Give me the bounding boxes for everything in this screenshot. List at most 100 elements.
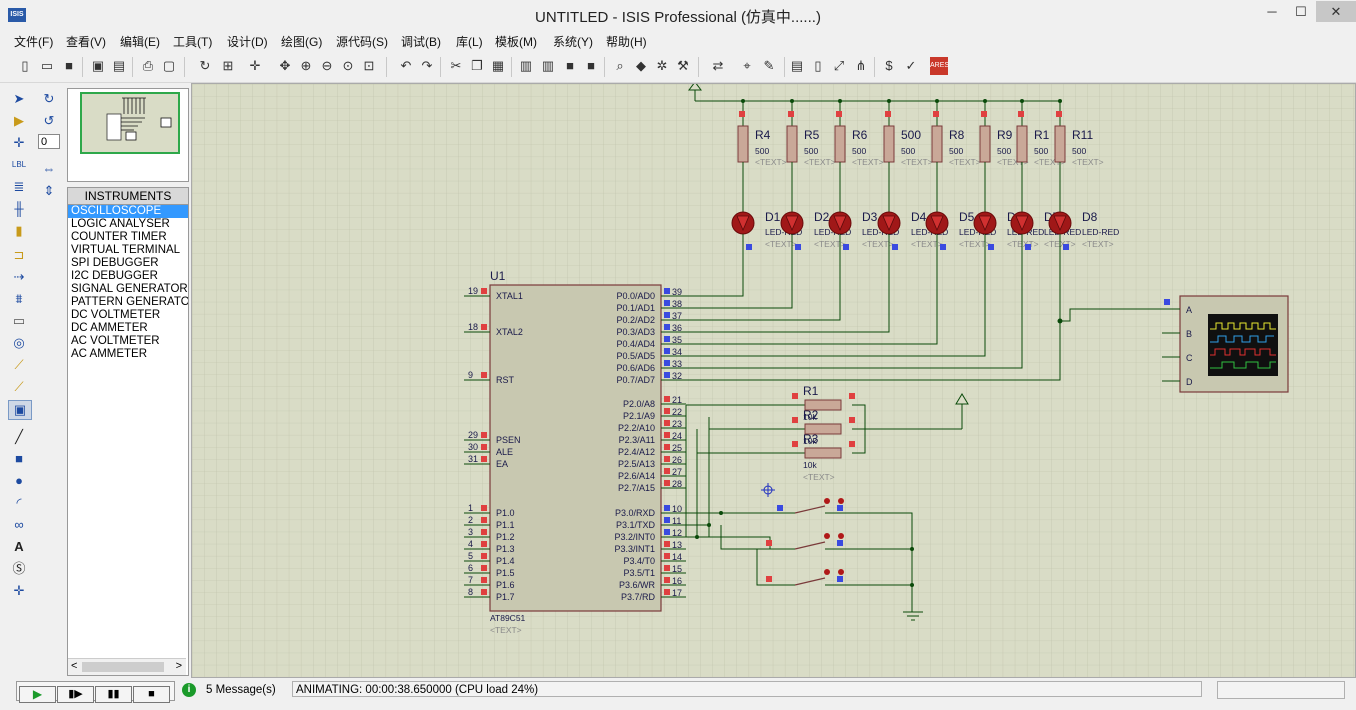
- new-file-icon[interactable]: ▯: [21, 58, 29, 73]
- zoom-in-icon[interactable]: ⊕: [300, 58, 312, 73]
- generator-icon[interactable]: ◎: [13, 335, 25, 350]
- print-area-icon[interactable]: ▢: [162, 58, 176, 73]
- instrument-item-ac-voltmeter[interactable]: AC VOLTMETER: [71, 335, 160, 347]
- instrument-item-i2c-debugger[interactable]: I2C DEBUGGER: [71, 270, 158, 282]
- pick-device-icon[interactable]: ⌕: [616, 58, 624, 73]
- mirror-vertical-icon[interactable]: ⇕: [43, 183, 55, 198]
- remove-sheet-icon[interactable]: ▯: [814, 58, 822, 73]
- stop-button[interactable]: ■: [133, 686, 170, 703]
- instrument-item-dc-voltmeter[interactable]: DC VOLTMETER: [71, 309, 161, 321]
- block-move-icon[interactable]: ▥: [541, 58, 555, 73]
- message-count[interactable]: 5 Message(s): [206, 684, 276, 696]
- import-icon[interactable]: ▣: [91, 58, 105, 73]
- menu-tools[interactable]: 工具(T): [173, 35, 213, 49]
- zoom-out-icon[interactable]: ⊖: [321, 58, 333, 73]
- menu-debug[interactable]: 调试(B): [401, 35, 441, 49]
- scroll-left-icon[interactable]: <: [71, 660, 78, 672]
- search-tag-icon[interactable]: ⌖: [743, 58, 751, 73]
- grid-icon[interactable]: ⊞: [222, 58, 234, 73]
- redo-icon[interactable]: ↷: [421, 58, 433, 73]
- paste-icon[interactable]: ▦: [491, 58, 505, 73]
- new-sheet-icon[interactable]: ▤: [790, 58, 804, 73]
- menu-source[interactable]: 源代码(S): [336, 35, 388, 49]
- current-probe-icon[interactable]: ⟋: [14, 379, 24, 394]
- copy-icon[interactable]: ❐: [471, 58, 483, 73]
- save-icon[interactable]: ■: [65, 58, 73, 73]
- text-icon[interactable]: A: [14, 539, 24, 554]
- cut-icon[interactable]: ✂: [450, 58, 462, 73]
- overview-window[interactable]: [67, 88, 189, 182]
- voltage-probe-icon[interactable]: ⟋: [14, 357, 24, 372]
- menu-view[interactable]: 查看(V): [66, 35, 106, 49]
- decompose-icon[interactable]: ✲: [656, 58, 668, 73]
- ares-icon[interactable]: ARES: [930, 57, 949, 75]
- rotation-angle-input[interactable]: 0: [38, 134, 60, 149]
- graph-icon[interactable]: ⩩: [15, 291, 23, 306]
- overview-viewport[interactable]: [80, 92, 180, 154]
- netlist-icon[interactable]: ⋔: [855, 58, 867, 73]
- wire-autorouter-icon[interactable]: ⇄: [712, 58, 724, 73]
- bus-icon[interactable]: ╫: [14, 201, 24, 216]
- box-icon[interactable]: ■: [15, 451, 23, 466]
- play-button[interactable]: ▶: [19, 686, 56, 703]
- menu-template[interactable]: 模板(M): [495, 35, 537, 49]
- instrument-item-dc-ammeter[interactable]: DC AMMETER: [71, 322, 148, 334]
- tape-recorder-icon[interactable]: ▭: [12, 313, 26, 328]
- zoom-all-icon[interactable]: ⊙: [342, 58, 354, 73]
- wire-label-icon[interactable]: LBL: [11, 160, 27, 169]
- instrument-item-virtual-terminal[interactable]: VIRTUAL TERMINAL: [71, 244, 181, 256]
- instrument-item-logic-analyser[interactable]: LOGIC ANALYSER: [71, 218, 170, 230]
- menu-library[interactable]: 库(L): [456, 35, 483, 49]
- refresh-icon[interactable]: ↻: [199, 58, 211, 73]
- pullup-resistors[interactable]: R1 R2 R3 10k 10k 10k <TEXT>: [686, 384, 969, 482]
- marker-icon[interactable]: ✛: [13, 583, 25, 598]
- block-rotate-icon[interactable]: ■: [566, 58, 574, 73]
- led-bank[interactable]: D1LED-RED<TEXT>D2LED-RED<TEXT>D3LED-RED<…: [731, 210, 1119, 250]
- subcircuit-icon[interactable]: ▮: [15, 223, 23, 238]
- menu-file[interactable]: 文件(F): [14, 35, 54, 49]
- arc-icon[interactable]: ◜: [16, 495, 22, 510]
- push-button-switches[interactable]: [661, 405, 923, 621]
- print-icon[interactable]: ⎙: [142, 58, 154, 73]
- undo-icon[interactable]: ↶: [400, 58, 412, 73]
- menu-system[interactable]: 系统(Y): [553, 35, 593, 49]
- packaging-tool-icon[interactable]: ⚒: [677, 58, 689, 73]
- instrument-item-oscilloscope[interactable]: OSCILLOSCOPE: [68, 205, 188, 218]
- rotate-anticlockwise-icon[interactable]: ↺: [43, 113, 55, 128]
- horizontal-scrollbar[interactable]: < >: [68, 658, 186, 675]
- component-mode-icon[interactable]: ▶: [14, 113, 24, 128]
- property-tool-icon[interactable]: ✎: [763, 58, 775, 73]
- menu-edit[interactable]: 编辑(E): [120, 35, 160, 49]
- block-delete-icon[interactable]: ■: [587, 58, 595, 73]
- minimize-button[interactable]: ─: [1267, 4, 1277, 19]
- terminals-icon[interactable]: ⊐: [13, 247, 25, 262]
- exit-to-parent-icon[interactable]: ⤢: [833, 58, 845, 73]
- mirror-horizontal-icon[interactable]: ⇔: [42, 161, 56, 176]
- symbol-icon[interactable]: Ⓢ: [12, 561, 26, 576]
- rotate-clockwise-icon[interactable]: ↻: [43, 91, 55, 106]
- export-icon[interactable]: ▤: [112, 58, 126, 73]
- virtual-instruments-icon[interactable]: ▣: [8, 400, 32, 420]
- scroll-thumb[interactable]: [82, 662, 164, 672]
- make-device-icon[interactable]: ◆: [636, 58, 646, 73]
- origin-icon[interactable]: ✛: [249, 58, 261, 73]
- path-icon[interactable]: ∞: [14, 517, 24, 532]
- close-button[interactable]: ✕: [1316, 1, 1356, 22]
- scroll-right-icon[interactable]: >: [175, 660, 182, 672]
- selection-mode-icon[interactable]: ➤: [13, 91, 25, 106]
- maximize-button[interactable]: ☐: [1295, 4, 1307, 19]
- circle-icon[interactable]: ●: [15, 473, 23, 488]
- menu-graph[interactable]: 绘图(G): [281, 35, 323, 49]
- instrument-item-signal-generator[interactable]: SIGNAL GENERATOR: [71, 283, 188, 295]
- menu-help[interactable]: 帮助(H): [606, 35, 647, 49]
- instrument-item-spi-debugger[interactable]: SPI DEBUGGER: [71, 257, 159, 269]
- open-file-icon[interactable]: ▭: [40, 58, 54, 73]
- text-script-icon[interactable]: ≣: [13, 179, 25, 194]
- junction-dot-icon[interactable]: ✛: [13, 135, 25, 150]
- oscilloscope[interactable]: A B C D: [1057, 295, 1289, 393]
- device-pins-icon[interactable]: ⇢: [13, 269, 25, 284]
- pan-icon[interactable]: ✥: [279, 58, 291, 73]
